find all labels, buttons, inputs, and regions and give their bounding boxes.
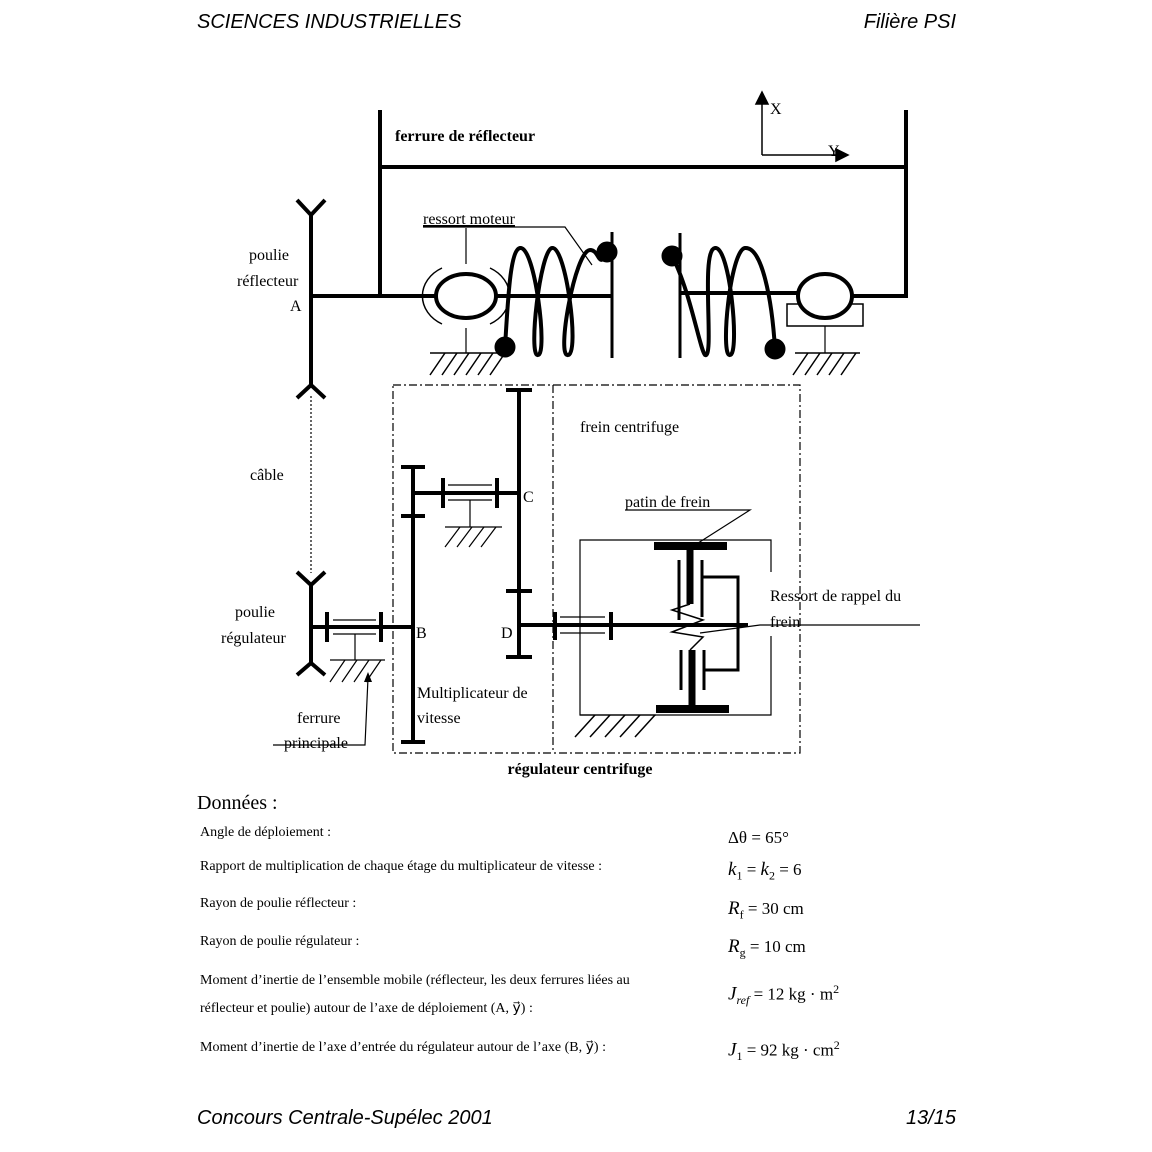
poulie-regulateur-label: régulateur [221,630,287,647]
ressort-rappel-leader [699,624,920,634]
symbol: R [728,898,740,919]
donnee-label: réflecteur et poulie) autour de l’axe de… [200,1001,533,1016]
multiplicateur-gears [401,388,748,744]
ressort-rappel-label: Ressort de rappel du [770,588,901,605]
ressort-moteur-left [494,232,618,358]
header-filiere: Filière PSI [863,11,956,33]
axis-y-label: Y [828,143,840,160]
frein-centrifuge [574,539,772,738]
sup: 2 [833,982,840,996]
donnee-label: Rayon de poulie régulateur : [200,934,360,949]
eq: = [746,860,757,879]
bearing-regulateur [329,619,385,683]
donnees-title: Données : [197,792,278,814]
donnee-value: J1 = 92 kg · cm2 [728,1038,840,1064]
sup: 2 [833,1038,840,1052]
frein-centrifuge-label: frein centrifuge [580,419,679,436]
ressort-moteur-leader [423,226,593,266]
value: = 12 kg · m [753,984,834,1004]
value: = 10 cm [749,937,806,956]
poulie-reflecteur-label: poulie [249,247,289,264]
footer-concours: Concours Centrale-Supélec 2001 [197,1107,493,1129]
multiplicateur-label: Multiplicateur de [417,685,528,702]
symbol: k [760,859,769,880]
donnee-label: Moment d’inertie de l’axe d’entrée du ré… [200,1040,606,1055]
ferrure-reflecteur-frame [378,110,908,298]
poulie-regulateur-label: poulie [235,604,275,621]
sub: g [739,945,746,960]
symbol: Δθ [728,828,748,847]
ferrure-reflecteur-label: ferrure de réflecteur [395,128,535,145]
header-title: SCIENCES INDUSTRIELLES [197,11,462,33]
point-b-label: B [416,625,427,642]
ressort-rappel-label: frein [770,614,800,631]
axes-icon [754,90,850,163]
axis-x-label: X [770,101,782,118]
donnee-value: Rf = 30 cm [728,898,804,922]
symbol: k [728,859,737,880]
patin-de-frein-label: patin de frein [625,494,710,511]
value: = 6 [779,860,802,879]
ressort-moteur-label: ressort moteur [423,211,516,228]
value: = 92 kg · cm [746,1040,834,1060]
sub: ref [736,993,750,1008]
cable-label: câble [250,467,284,484]
donnee-value: Rg = 10 cm [728,936,806,960]
point-d-label: D [501,625,513,642]
donnee-value: Jref = 12 kg · m2 [728,982,839,1008]
ressort-moteur-right [661,233,800,360]
donnee-label: Angle de déploiement : [200,825,332,840]
donnee-value: k1 = k2 = 6 [728,859,802,883]
symbol: J [728,1039,737,1061]
donnee-label: Rayon de poulie réflecteur : [200,896,357,911]
poulie-regulateur [295,570,413,677]
ferrure-principale-label: principale [284,735,348,752]
multiplicateur-label: vitesse [417,710,461,727]
footer-page-number: 13/15 [905,1107,956,1129]
ferrure-principale-label: ferrure [297,710,341,727]
value: = 65° [751,828,789,847]
donnee-label: Rapport de multiplication de chaque étag… [200,859,602,874]
ferrure-principale-leader [273,677,369,746]
bearing-multiplicateur [444,484,605,634]
point-a-label: A [290,298,302,315]
symbol: R [728,936,740,957]
sub: f [739,907,744,922]
point-c-label: C [523,489,534,506]
donnee-value: Δθ = 65° [728,828,789,848]
sub: 1 [736,1049,743,1064]
value: = 30 cm [747,899,804,918]
donnee-label: Moment d’inertie de l’ensemble mobile (r… [200,973,630,988]
sub: 1 [736,868,743,883]
patin-leader [625,509,753,546]
poulie-reflecteur-label: réflecteur [237,273,299,290]
regulateur-box [392,384,801,754]
bearing-right [786,272,864,376]
bearing-left [421,228,511,376]
symbol: J [728,983,737,1005]
sub: 2 [768,868,775,883]
regulateur-centrifuge-label: régulateur centrifuge [508,761,653,778]
